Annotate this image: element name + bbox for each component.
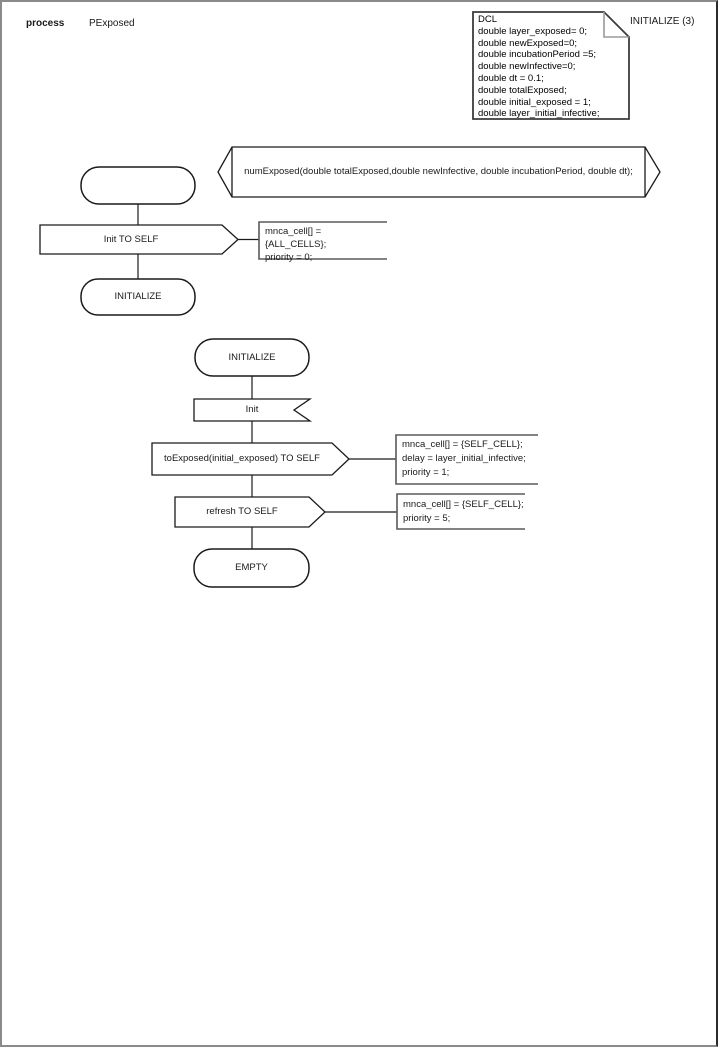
comment-refresh-bracket[interactable] bbox=[396, 493, 525, 530]
page-name-label: INITIALIZE (3) bbox=[630, 16, 695, 27]
comment-init-bracket[interactable] bbox=[258, 221, 387, 260]
start-symbol[interactable] bbox=[80, 166, 196, 205]
procedure-signature-symbol[interactable] bbox=[217, 146, 661, 198]
comment-init-text[interactable]: mnca_cell[] = {ALL_CELLS}; priority = 0; bbox=[265, 226, 327, 264]
output-init-symbol[interactable] bbox=[39, 224, 239, 255]
state-initialize-next-label[interactable]: INITIALIZE bbox=[114, 291, 162, 303]
comment-refresh-text[interactable]: mnca_cell[] = {SELF_CELL}; priority = 5; bbox=[403, 499, 524, 524]
input-init-symbol[interactable] bbox=[193, 398, 313, 422]
process-name-label: PExposed bbox=[89, 18, 135, 29]
state-empty-symbol[interactable] bbox=[193, 548, 310, 588]
output-toexposed-symbol[interactable] bbox=[151, 442, 350, 476]
declaration-text[interactable]: DCL double layer_exposed= 0; double newE… bbox=[478, 14, 600, 120]
output-refresh-label[interactable]: refresh TO SELF bbox=[206, 506, 278, 518]
procedure-signature-text[interactable]: numExposed(double totalExposed,double ne… bbox=[244, 166, 633, 178]
output-toexposed-label[interactable]: toExposed(initial_exposed) TO SELF bbox=[164, 453, 320, 465]
state-initialize-next-symbol[interactable] bbox=[80, 278, 196, 316]
declaration-text-symbol[interactable] bbox=[472, 11, 630, 120]
output-refresh-symbol[interactable] bbox=[174, 496, 326, 528]
state-empty-label[interactable]: EMPTY bbox=[235, 562, 268, 574]
state-initialize-label[interactable]: INITIALIZE bbox=[228, 351, 276, 363]
input-init-label[interactable]: Init bbox=[245, 404, 259, 416]
comment-toexposed-bracket[interactable] bbox=[395, 434, 538, 485]
comment-toexposed-text[interactable]: mnca_cell[] = {SELF_CELL}; delay = layer… bbox=[402, 439, 526, 478]
process-keyword-label: process bbox=[26, 18, 65, 29]
output-init-label[interactable]: Init TO SELF bbox=[103, 233, 159, 245]
